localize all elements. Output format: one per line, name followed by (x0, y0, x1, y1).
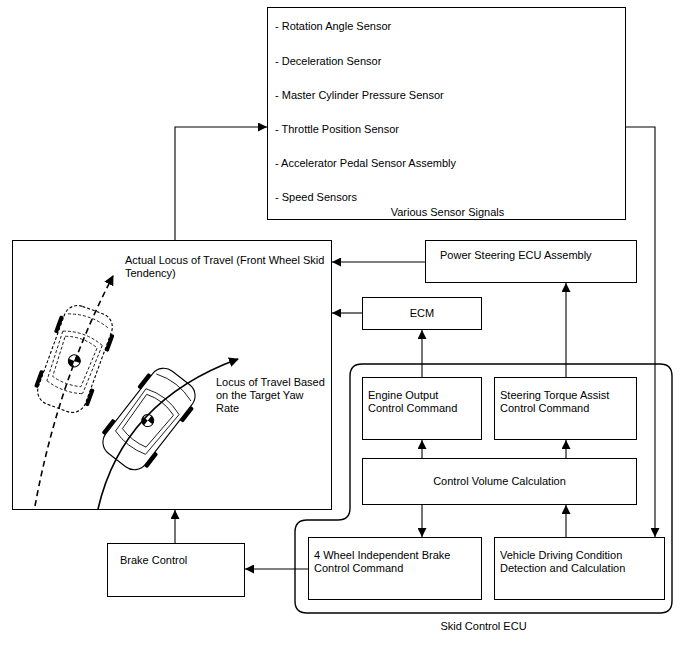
target-car (94, 360, 204, 478)
process-box: Vehicle Driving Condition Detection and … (494, 537, 665, 600)
car-detail (63, 327, 104, 345)
node-label: Steering Torque Assist Control Command (500, 389, 630, 415)
signal-arrow (175, 127, 267, 240)
node-label: Vehicle Driving Condition Detection and … (500, 549, 650, 575)
actual-path-line (35, 276, 113, 506)
signal-arrow (421, 330, 422, 377)
signal-arrow (565, 505, 566, 537)
node-label: Control Volume Calculation (433, 475, 566, 488)
process-box: Engine Output Control Command (362, 377, 482, 440)
node-label: - Accelerator Pedal Sensor Assembly (275, 157, 618, 170)
signal-arrow (565, 440, 566, 458)
process-box: 4 Wheel Independent Brake Control Comman… (308, 537, 482, 600)
group-label: Various Sensor Signals (268, 206, 627, 219)
ecu-outline-path (295, 364, 672, 613)
node-label: 4 Wheel Independent Brake Control Comman… (314, 549, 469, 575)
car-body (97, 363, 200, 476)
ecu-enclosure: Skid Control ECUEngine Output Control Co… (295, 364, 672, 613)
node-label: Brake Control (120, 554, 232, 567)
node-label: - Master Cylinder Pressure Sensor (275, 89, 618, 102)
signal-arrow (421, 505, 422, 537)
ecu-box: Power Steering ECU Assembly (425, 240, 637, 283)
node-label: ECM (410, 307, 434, 320)
node-label: - Throttle Position Sensor (275, 123, 618, 136)
car-detail (83, 345, 103, 395)
process-box: Control Volume Calculation (362, 458, 637, 505)
process-box: Steering Torque Assist Control Command (494, 377, 637, 440)
car-detail (45, 331, 65, 381)
signal-arrow (332, 261, 425, 262)
node-label: Locus of Travel Based on the Target Yaw … (216, 376, 328, 416)
car-detail (46, 381, 83, 397)
signal-arrow (245, 568, 308, 569)
vehicle-illustration (13, 241, 331, 509)
car-detail (50, 333, 98, 389)
node-label: - Speed Sensors (275, 191, 618, 204)
node-label: Power Steering ECU Assembly (440, 249, 622, 262)
car-detail (114, 431, 146, 457)
sensor-list-box: - Rotation Angle Sensor - Deceleration Se… (267, 7, 626, 220)
signal-arrow (565, 283, 566, 377)
process-box: Brake Control (107, 543, 245, 597)
car-detail (156, 371, 193, 401)
node-label: Actual Locus of Travel (Front Wheel Skid… (125, 254, 330, 280)
car-detail (120, 392, 176, 450)
ecu-box: ECM (362, 297, 482, 330)
signal-arrow (421, 440, 422, 458)
node-label: Engine Output Control Command (368, 389, 472, 415)
vehicle-behavior-panel: Actual Locus of Travel (Front Wheel Skid… (12, 240, 332, 510)
signal-arrow (332, 312, 362, 313)
node-label: - Deceleration Sensor (275, 55, 618, 68)
car-detail (114, 389, 148, 431)
signal-arrow (174, 510, 175, 543)
car-detail (68, 310, 111, 329)
group-label: Skid Control ECU (295, 620, 672, 633)
node-label: - Rotation Angle Sensor (275, 20, 618, 33)
